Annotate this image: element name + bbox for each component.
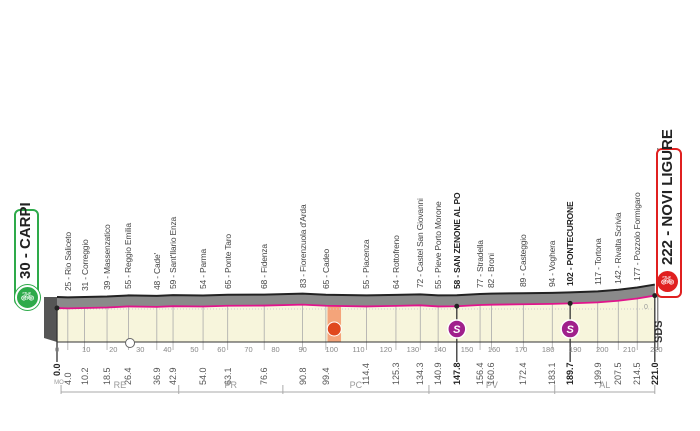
province-label: AL — [599, 380, 611, 390]
km-label: 172.4 — [518, 362, 529, 385]
place-label: 39 - Massenzatico — [102, 224, 113, 291]
km-label: 114.4 — [361, 363, 372, 385]
place-label: 65 - Cadeo — [320, 248, 331, 289]
x-tick-label: 100 — [325, 345, 339, 354]
x-tick-label: 180 — [541, 345, 555, 354]
x-tick-label: 70 — [244, 345, 253, 354]
km-label: 221.0 — [649, 362, 660, 385]
place-label: 89 - Casteggio — [518, 234, 529, 288]
x-tick-label: 60 — [217, 345, 226, 354]
x-tick-label: 10 — [82, 345, 91, 354]
x-tick-label: 0 — [55, 345, 60, 354]
km-label: 183.1 — [547, 362, 558, 385]
place-label: 117 - Tortona — [592, 238, 603, 286]
km-label: 18.5 — [102, 367, 113, 385]
sprint-dot — [567, 300, 573, 306]
profile-top-line — [56, 283, 655, 299]
place-label: 82 - Broni — [486, 252, 497, 288]
km-label: 134.3 — [415, 362, 426, 385]
km-label: 147.8 — [451, 362, 462, 385]
sprint-dot — [454, 303, 460, 309]
place-label: 54 - Parma — [198, 249, 209, 290]
road-line — [56, 294, 655, 310]
x-tick-label: 150 — [460, 345, 474, 354]
x-tick-label: 220 — [650, 345, 663, 354]
place-label: 142 - Rivalta Scrivia — [613, 212, 624, 284]
x-tick-label: 160 — [487, 345, 501, 354]
place-label: 177 - Pozzolo Formigaro — [632, 193, 643, 282]
place-label: 58 - SAN ZENONE AL PO — [451, 192, 462, 290]
province-label: PC — [349, 380, 363, 390]
place-label: 64 - Rottofreno — [390, 235, 401, 289]
km-label: 0.0 — [52, 363, 62, 376]
altitude-zero-label: 0 — [644, 304, 648, 311]
finish-label: 222 - NOVI LIGURE — [659, 129, 676, 265]
start-dot — [54, 305, 60, 311]
x-tick-label: 170 — [514, 345, 528, 354]
place-label: 48 - Cade' — [151, 252, 162, 290]
x-tick-label: 90 — [298, 345, 307, 354]
place-label: 55 - Pieve Porto Morone — [433, 201, 444, 290]
sds-logo: SDS — [653, 320, 665, 343]
x-tick-label: 200 — [596, 345, 609, 354]
sprint-icon — [560, 319, 580, 339]
km-label: 189.7 — [565, 362, 576, 385]
x-tick-label: 80 — [271, 345, 280, 354]
x-tick-label: 140 — [433, 345, 447, 354]
sprint-icon-label: S — [453, 324, 461, 336]
x-tick-label: 50 — [190, 345, 199, 354]
province-label: RE — [113, 380, 127, 390]
x-tick-label: 190 — [568, 345, 582, 354]
km-label: 36.9 — [151, 367, 162, 385]
x-tick-label: 30 — [136, 345, 145, 354]
x-tick-label: 130 — [406, 345, 420, 354]
km-label: 214.5 — [632, 362, 643, 385]
place-label: 94 - Voghera — [547, 240, 558, 287]
x-tick-label: 210 — [623, 345, 636, 354]
province-label: PV — [485, 380, 498, 390]
km-label: 207.5 — [613, 362, 624, 385]
km-label: 76.6 — [259, 367, 270, 385]
place-label: 77 - Stradella — [475, 240, 486, 288]
place-label: 31 - Correggio — [79, 239, 90, 291]
km-label: 140.9 — [433, 362, 444, 385]
km-label: 54.0 — [198, 367, 209, 385]
start-slab — [44, 297, 57, 342]
x-tick-label: 120 — [379, 345, 393, 354]
km-label: 10.2 — [79, 367, 90, 385]
start-cyclist-icon: 🚲︎ — [15, 285, 40, 310]
intermediate-icon — [125, 338, 136, 348]
feed-zone-icon — [326, 321, 342, 337]
km-label: 42.9 — [168, 367, 179, 385]
place-label: 83 - Fiorenzuola d'Arda — [297, 204, 308, 288]
place-label: 68 - Fidenza — [259, 243, 270, 289]
x-tick-label: 20 — [109, 345, 118, 354]
x-tick-label: 110 — [352, 345, 365, 354]
start-label: 30 - CARPI — [17, 202, 34, 279]
place-label: 55 - Piacenza — [361, 240, 372, 290]
place-label: 102 - PONTECURONE — [565, 201, 576, 287]
finish-cyclist-icon: 🚲︎ — [657, 271, 678, 292]
place-label: 59 - Sant'Ilario Enza — [168, 217, 179, 290]
province-label: MO — [54, 380, 64, 386]
x-tick-label: 40 — [163, 345, 172, 354]
province-label: PR — [224, 380, 238, 390]
km-label: 156.4 — [475, 362, 486, 385]
place-label: 25 - Rio Saliceto — [62, 232, 73, 292]
sprint-icon — [447, 319, 467, 339]
place-label: 65 - Ponte Taro — [222, 233, 233, 289]
km-label: 90.8 — [297, 367, 308, 385]
place-label: 55 - Reggio Emilia — [123, 223, 134, 290]
km-label: 125.3 — [390, 362, 401, 385]
place-label: 72 - Castel San Giovanni — [415, 198, 426, 289]
km-label: 99.4 — [320, 367, 331, 385]
sprint-icon-label: S — [566, 324, 574, 336]
km-label: 4.0 — [62, 372, 73, 385]
